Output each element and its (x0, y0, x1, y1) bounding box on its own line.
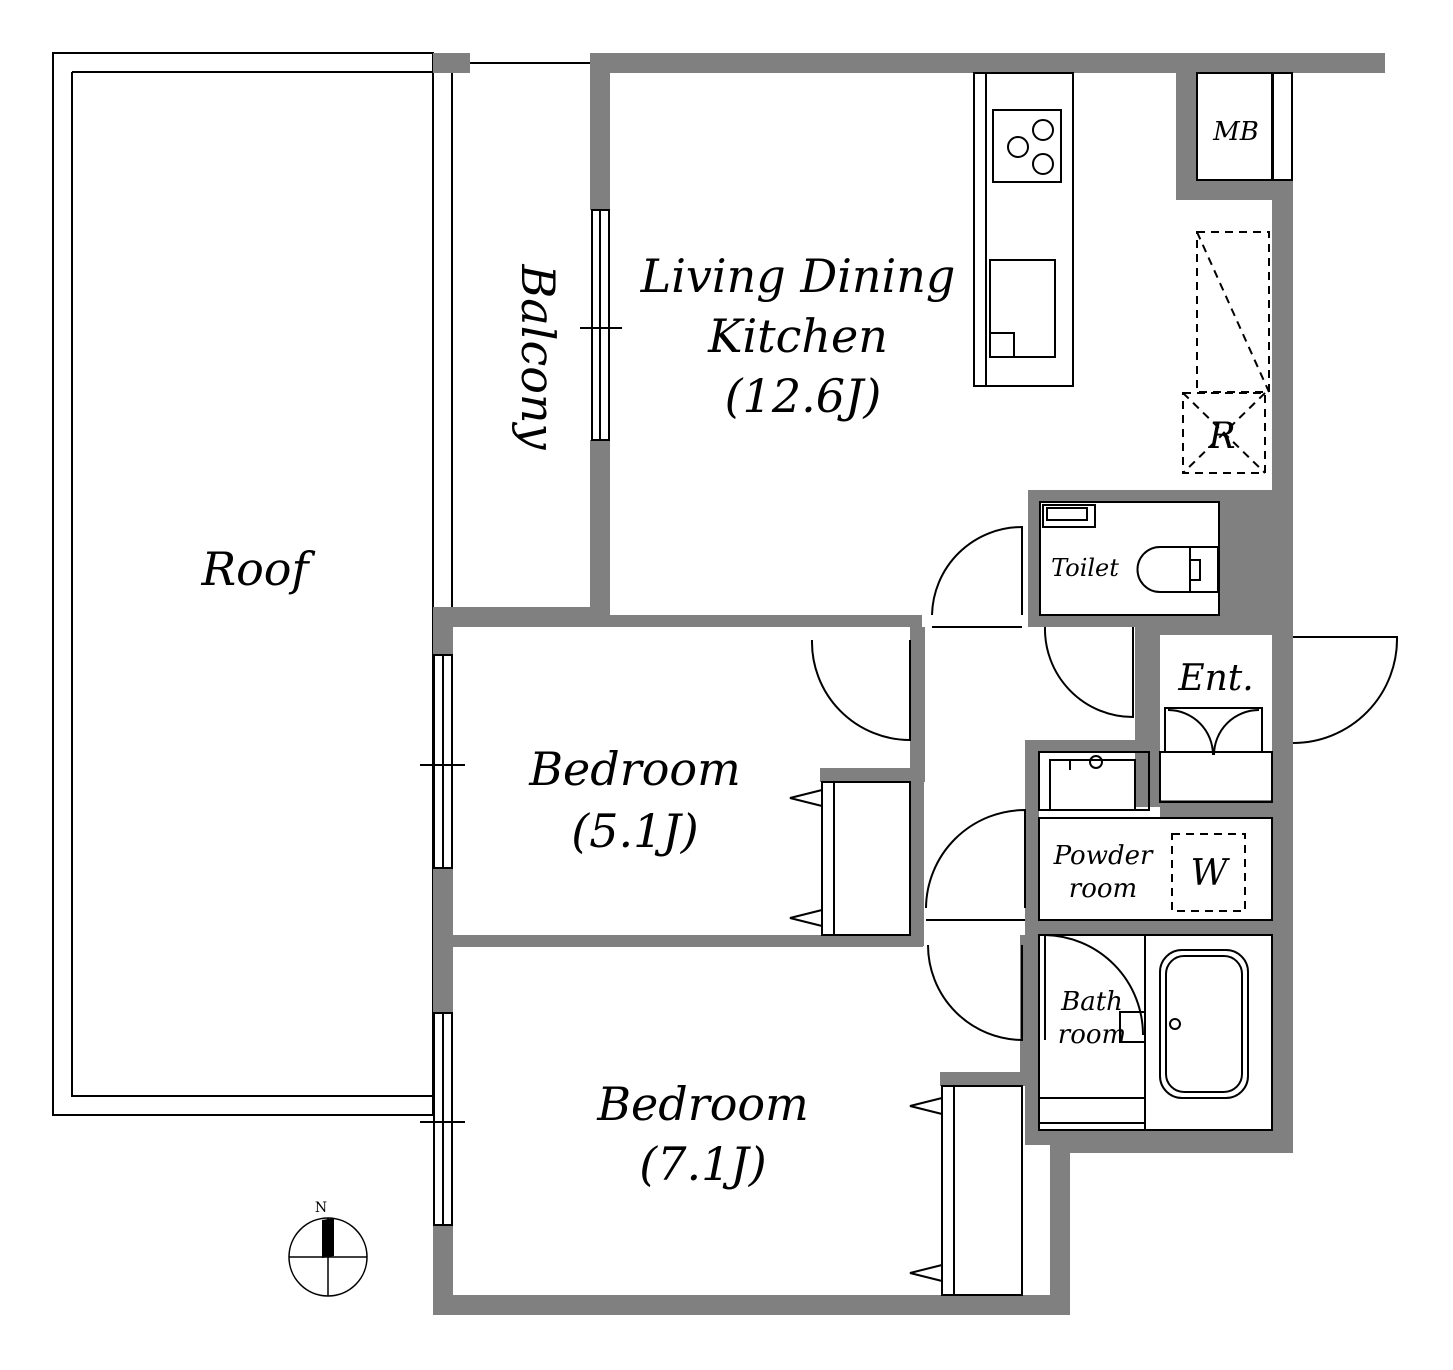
windows (420, 72, 1293, 1226)
washer-label: W (1190, 853, 1230, 894)
refrigerator-space (1182, 231, 1270, 474)
mb-closet (1196, 72, 1273, 181)
bedroom2-label: Bedroom (596, 1077, 808, 1131)
mb-label: MB (1212, 117, 1259, 147)
bedroom1-area: (5.1J) (571, 804, 699, 858)
balcony-area (432, 53, 590, 607)
toilet-label: Toilet (1051, 554, 1119, 582)
toilet-fixture (1039, 501, 1220, 616)
powder-label-line1: Powder (1053, 841, 1154, 871)
ldk-label-line1: Living Dining (640, 249, 956, 303)
bathroom-fixtures (1038, 934, 1273, 1131)
compass-icon: N (288, 1200, 368, 1297)
powder-label-line2: room (1069, 874, 1137, 904)
ldk-area: (12.6J) (725, 369, 882, 423)
bedroom2-area: (7.1J) (639, 1137, 767, 1191)
bedroom1-label: Bedroom (528, 742, 740, 796)
walls (433, 53, 1385, 1315)
entrance-label: Ent. (1177, 658, 1253, 699)
refrigerator-label: R (1207, 416, 1235, 457)
bath-label-line2: room (1058, 1020, 1126, 1050)
roof-label: Roof (200, 542, 315, 596)
doors (810, 525, 1399, 1042)
powder-room-fixtures (1038, 751, 1273, 921)
balcony-label: Balcony (511, 263, 565, 450)
closets (789, 781, 1023, 1296)
kitchen-counter (973, 72, 1074, 387)
ldk-label-line2: Kitchen (707, 309, 888, 363)
compass-north-label: N (315, 1200, 327, 1216)
bath-label-line1: Bath (1060, 987, 1123, 1017)
